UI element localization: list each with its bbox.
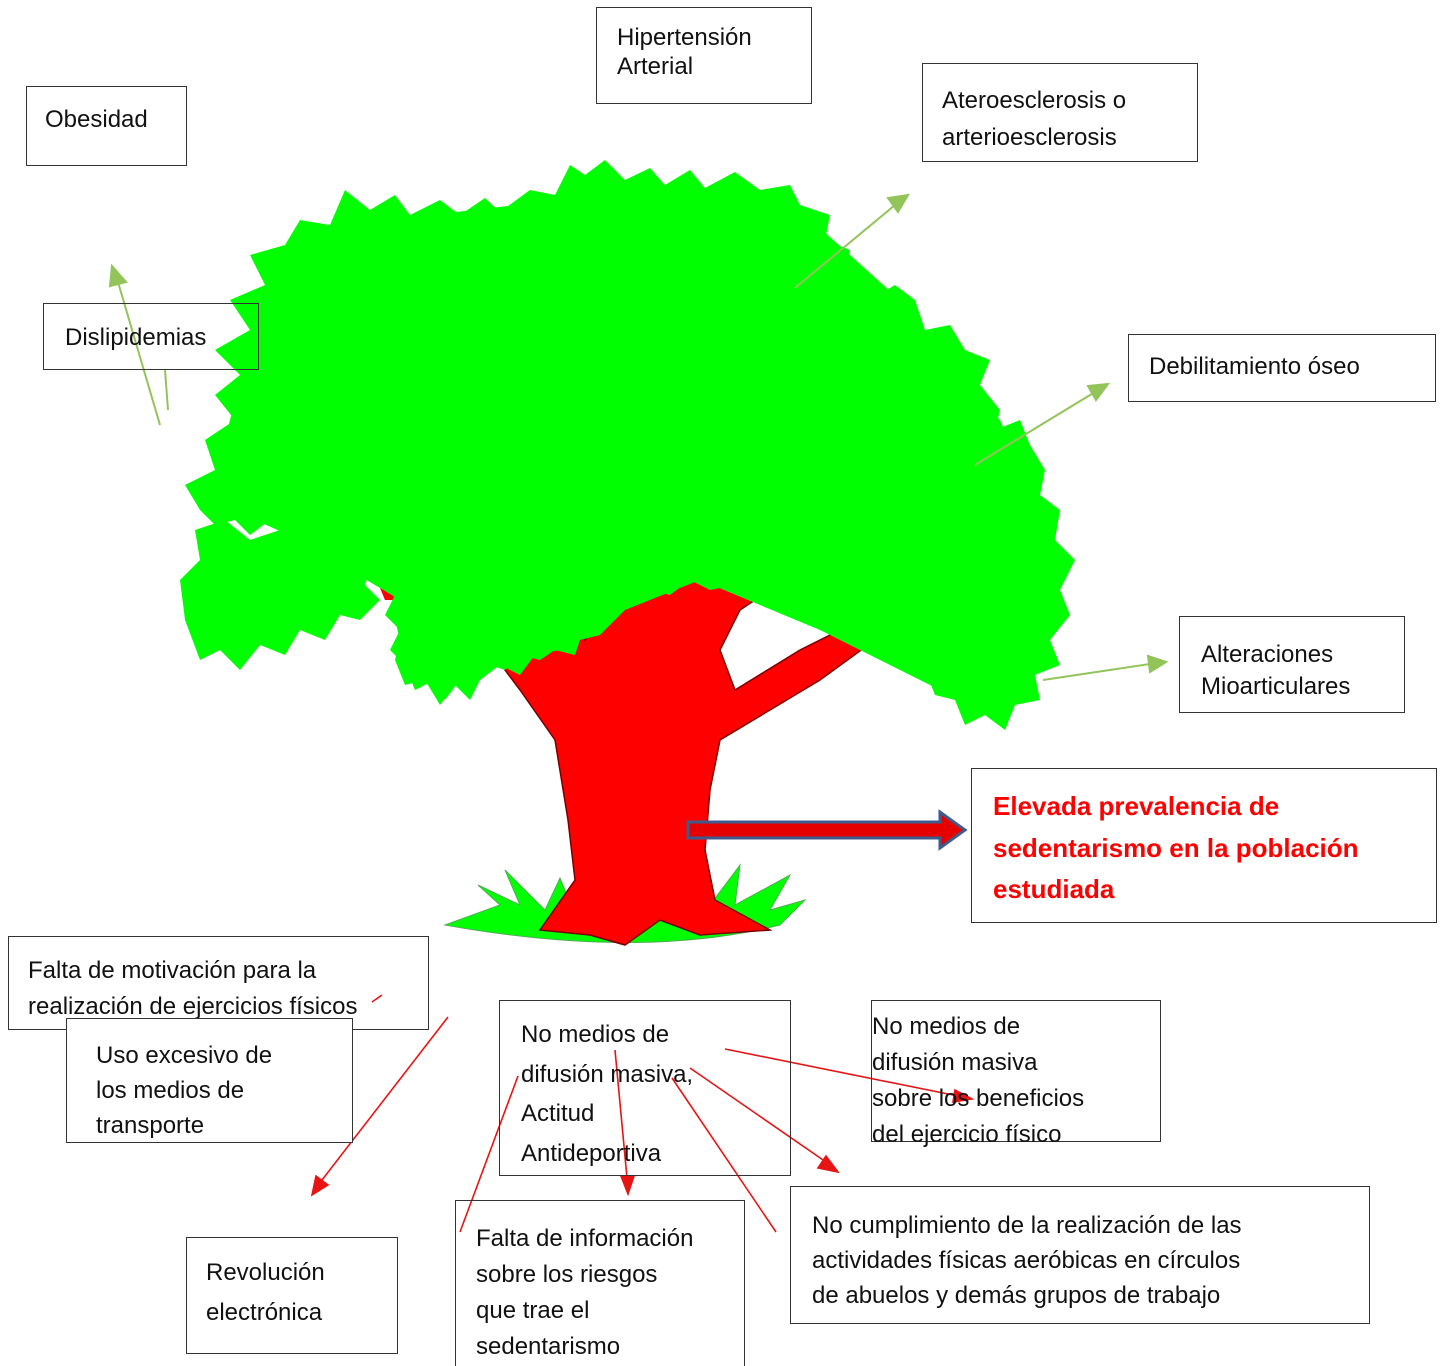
arrow-to-revolucion-head — [310, 1174, 330, 1197]
cause-label-motivacion: Falta de motivación para la realización … — [28, 957, 358, 1020]
arrow-to-alteraciones — [1042, 663, 1151, 681]
problem-label: Elevada prevalencia de sedentarismo en l… — [993, 791, 1359, 905]
cause-arrows — [310, 994, 975, 1233]
line-to-informacion-2 — [459, 1075, 519, 1233]
effect-box-alteraciones: Alteraciones Mioarticulares — [1179, 616, 1405, 713]
effect-box-obesidad: Obesidad — [26, 86, 187, 166]
cause-box-cumplimiento: No cumplimiento de la realización de las… — [790, 1186, 1370, 1324]
arrow-to-informacion-head — [619, 1175, 636, 1197]
cause-box-revolucion: Revolución electrónica — [186, 1237, 398, 1354]
arrow-to-ateroesclerosis-head — [886, 193, 910, 214]
effect-label-alteraciones: Alteraciones Mioarticulares — [1201, 641, 1351, 701]
effect-label-dislipidemias: Dislipidemias — [65, 324, 207, 351]
tree-foliage — [180, 160, 1075, 730]
arrow-to-ateroesclerosis — [794, 204, 896, 289]
cause-label-transporte: Uso excesivo de los medios de transporte — [96, 1042, 273, 1139]
effect-label-obesidad: Obesidad — [45, 106, 148, 133]
arrow-to-revolucion — [321, 1016, 449, 1181]
line-to-cumplimiento-2 — [671, 1077, 777, 1233]
cause-label-revolucion: Revolución electrónica — [206, 1259, 325, 1326]
line-tick — [371, 994, 383, 1003]
effect-label-ateroesclerosis: Ateroesclerosis o arterioesclerosis — [942, 87, 1127, 152]
arrow-to-cumplimiento — [689, 1067, 827, 1163]
cause-box-informacion: Falta de información sobre los riesgos q… — [455, 1200, 745, 1366]
arrow-to-debilitamiento — [974, 391, 1096, 466]
arrow-to-medios-beneficios-head — [952, 1088, 975, 1103]
cause-box-motivacion: Falta de motivación para la realización … — [8, 936, 429, 1030]
cause-box-transporte: Uso excesivo de los medios de transporte — [66, 1018, 353, 1143]
main-arrow — [686, 809, 968, 851]
arrow-to-informacion — [614, 1049, 628, 1179]
problem-box: Elevada prevalencia de sedentarismo en l… — [971, 768, 1437, 923]
effect-box-dislipidemias: Dislipidemias — [43, 303, 259, 370]
cause-label-cumplimiento: No cumplimiento de la realización de las… — [812, 1212, 1242, 1309]
effect-box-ateroesclerosis: Ateroesclerosis o arterioesclerosis — [922, 63, 1198, 162]
arrow-tick — [164, 369, 169, 411]
arrow-to-medios-beneficios — [724, 1048, 959, 1097]
arrow-to-alteraciones-head — [1146, 654, 1169, 674]
cause-box-medios: No medios de difusión masiva, Actitud An… — [499, 1000, 791, 1176]
arrow-to-obesidad — [117, 281, 161, 426]
effect-arrows — [108, 193, 1169, 681]
cause-box-medios-beneficios: No medios de difusión masiva sobre los b… — [871, 1000, 1161, 1148]
arrow-to-debilitamiento-head — [1086, 382, 1111, 402]
cause-label-medios: No medios de difusión masiva, Actitud An… — [521, 1021, 694, 1167]
arrow-to-cumplimiento-head — [816, 1154, 840, 1174]
effect-box-hipertension: Hipertensión Arterial — [596, 7, 812, 104]
effect-box-debilitamiento: Debilitamiento óseo — [1128, 334, 1436, 402]
effect-label-debilitamiento: Debilitamiento óseo — [1149, 353, 1360, 380]
cause-label-informacion: Falta de información sobre los riesgos q… — [476, 1225, 694, 1360]
effect-label-hipertension: Hipertensión Arterial — [617, 24, 752, 80]
cause-label-medios-beneficios: No medios de difusión masiva sobre los b… — [872, 1013, 1085, 1148]
arrow-to-obesidad-head — [108, 263, 128, 288]
